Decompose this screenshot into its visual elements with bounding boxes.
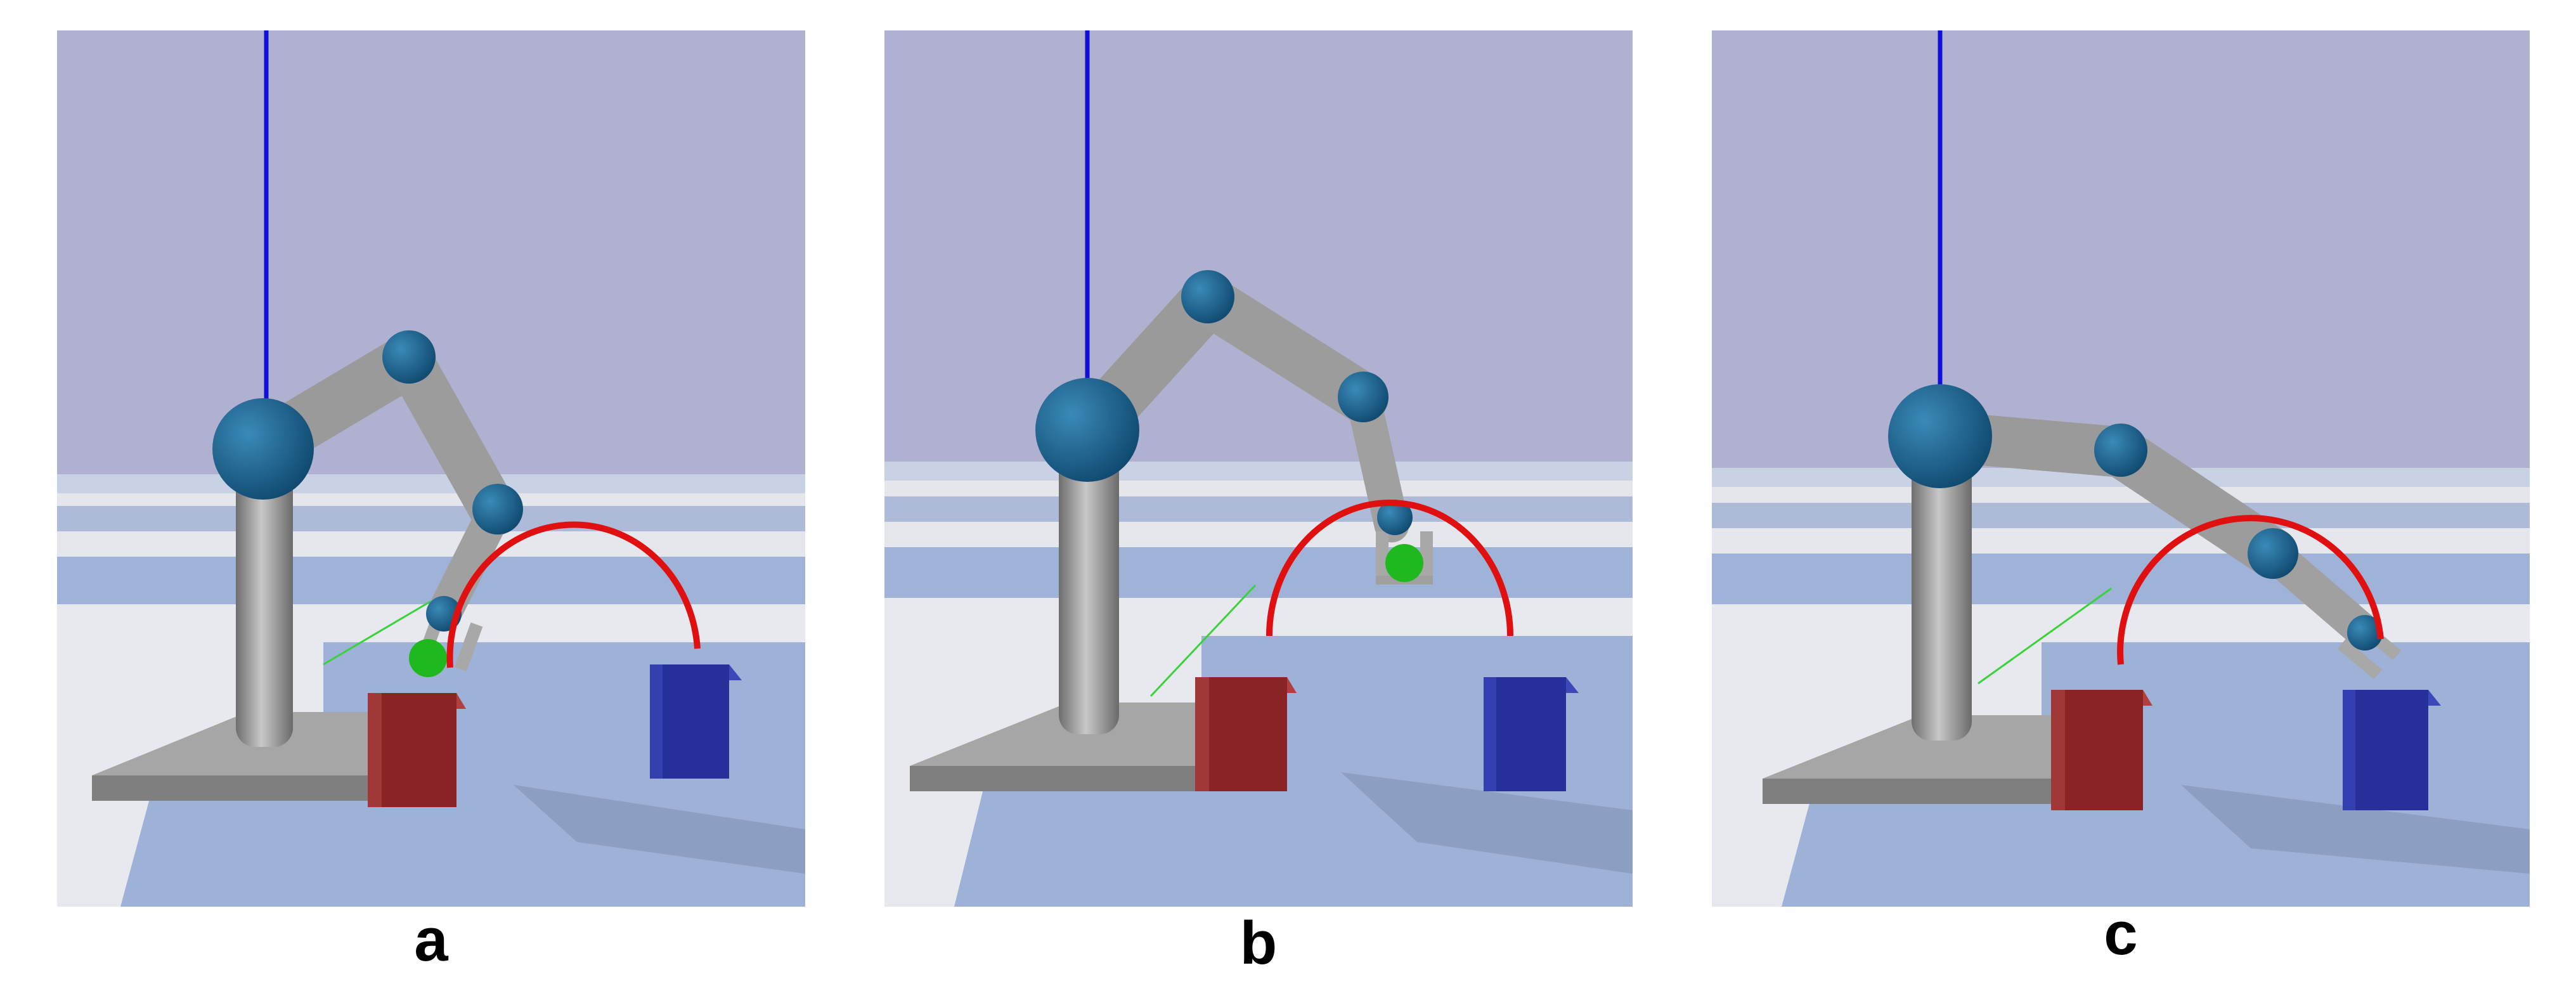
panel-a-scene xyxy=(57,30,805,907)
panel-a-label: a xyxy=(414,906,448,974)
panel-c-label: c xyxy=(2104,900,2138,968)
panel-b-label: b xyxy=(1239,909,1278,977)
panel-c-scene xyxy=(1712,30,2530,907)
panel-b-scene xyxy=(884,30,1633,907)
